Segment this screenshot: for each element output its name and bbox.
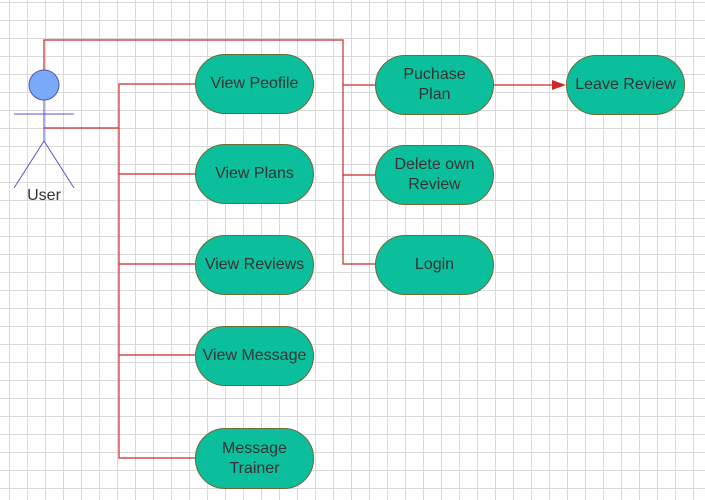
use-case-label: Leave Review (575, 76, 676, 93)
arrowhead-leave-review (552, 80, 566, 90)
connectors (43, 39, 556, 459)
connector-user-view-message (118, 264, 195, 356)
actor-label: User (27, 187, 61, 204)
use-case-view-message[interactable]: View Message (195, 326, 314, 386)
actor-right-leg (43, 140, 75, 189)
use-case-label: View Plans (215, 165, 294, 182)
use-case-login[interactable]: Login (375, 235, 494, 295)
actor-head (28, 69, 60, 101)
use-case-purchase-plan[interactable]: Puchase Plan (375, 55, 494, 115)
user-actor[interactable] (13, 69, 75, 189)
use-case-label: View Reviews (204, 256, 305, 273)
use-case-delete-own-review[interactable]: Delete own Review (375, 145, 494, 205)
connector-user-view-profile (44, 83, 195, 129)
use-case-label: Message Trainer (222, 439, 287, 477)
use-case-label: Login (414, 256, 455, 273)
use-case-leave-review[interactable]: Leave Review (566, 55, 685, 115)
use-case-view-profile[interactable]: View Peofile (195, 54, 314, 114)
use-case-label: Puchase Plan (403, 66, 466, 103)
use-case-label: Delete own Review (394, 156, 475, 193)
use-case-label: View Message (202, 347, 307, 364)
connector-user-message-trainer (118, 355, 195, 459)
connector-user-top-bus (43, 39, 375, 86)
use-case-view-plans[interactable]: View Plans (195, 144, 314, 204)
use-case-view-reviews[interactable]: View Reviews (195, 235, 314, 295)
use-case-message-trainer[interactable]: Message Trainer (195, 428, 314, 489)
connector-user-login (342, 175, 375, 265)
use-case-label: View Peofile (210, 75, 299, 92)
connector-user-view-plans (118, 128, 195, 175)
connector-user-view-reviews (118, 174, 195, 265)
actor-left-leg (13, 140, 45, 189)
connector-user-delete-review (342, 85, 375, 176)
